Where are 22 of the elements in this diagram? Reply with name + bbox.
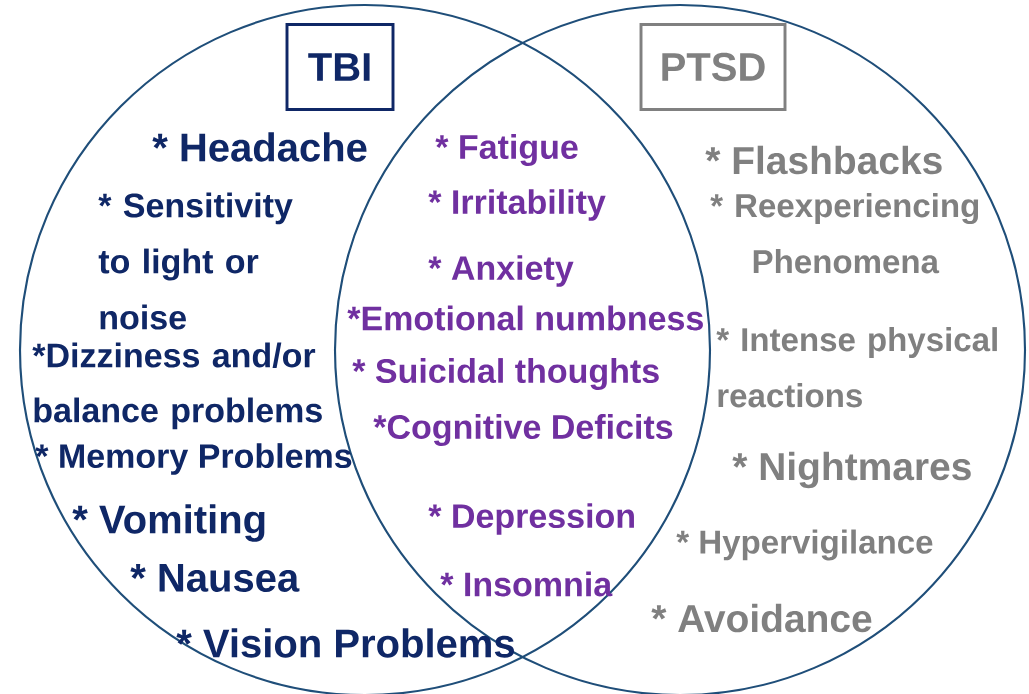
title-box: PTSD xyxy=(639,23,787,111)
symptom-text: * Avoidance xyxy=(651,603,872,633)
symptom-text: * Headache xyxy=(152,132,367,162)
symptom-text: * Vomiting xyxy=(72,504,265,542)
symptom-text: * Irritability xyxy=(428,189,606,221)
symptom-text: * Reexperiencing Phenomena xyxy=(710,193,979,274)
symptom-text: * Memory Problems xyxy=(35,443,352,475)
symptom-text: * Flashbacks xyxy=(705,145,942,175)
symptom-text: * Fatigue xyxy=(435,134,578,166)
symptom-text: *Emotional numbness xyxy=(347,305,703,331)
symptom-text: * Suicidal thoughts xyxy=(352,358,659,390)
symptom-text: * Sensitivity to light or noise xyxy=(98,192,293,330)
symptom-text: * Hypervigilance xyxy=(676,529,933,561)
symptom-text: * Intense physical reactions xyxy=(716,327,997,408)
symptom-text: * Anxiety xyxy=(428,255,574,287)
symptom-text: * Depression xyxy=(428,503,634,535)
symptom-text: * Nightmares xyxy=(732,451,971,489)
symptom-text: * Insomnia xyxy=(440,571,613,597)
symptom-text: * Nausea xyxy=(130,564,300,592)
title-box: TBI xyxy=(285,23,395,111)
symptom-text: *Cognitive Deficits xyxy=(373,414,673,446)
symptom-text: *Dizziness and/or balance problems xyxy=(32,342,322,430)
